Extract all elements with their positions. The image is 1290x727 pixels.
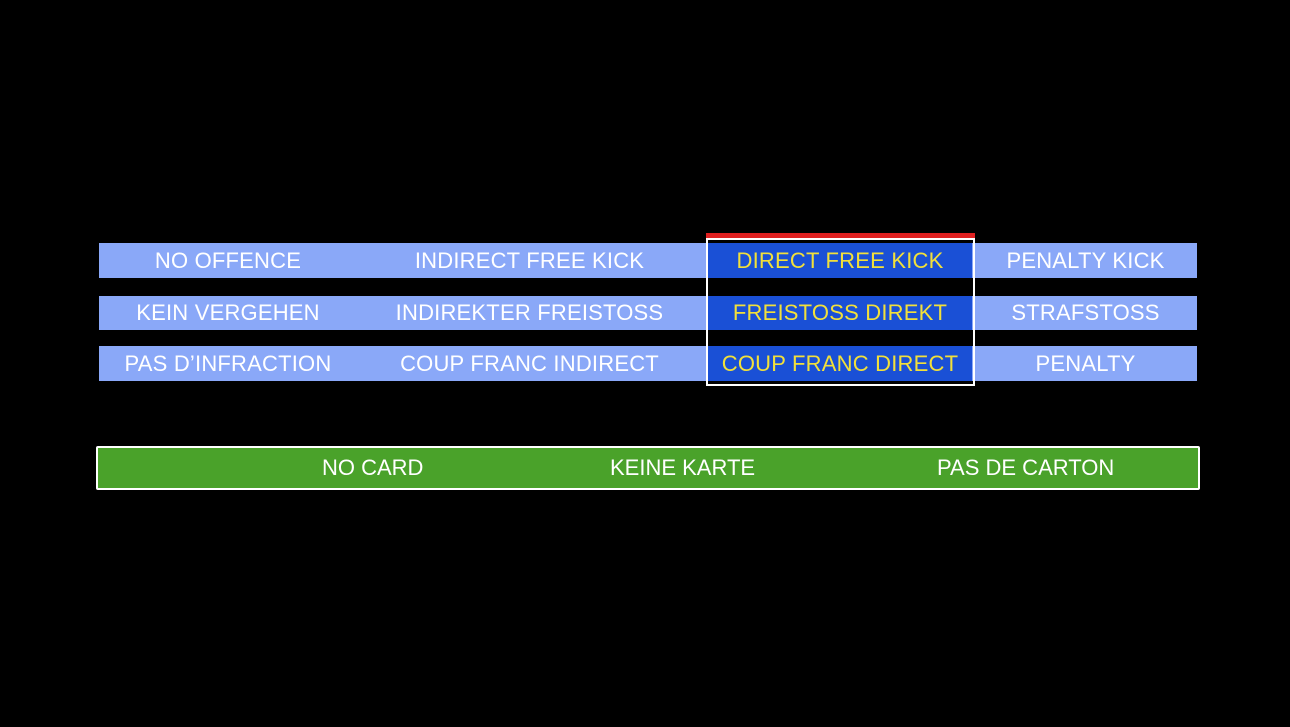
- selection-marker-bar: [706, 233, 975, 238]
- option-penalty-kick-de[interactable]: STRAFSTOSS: [1011, 300, 1160, 325]
- option-penalty-kick-en[interactable]: PENALTY KICK: [1006, 247, 1165, 273]
- option-direct-free-kick-en[interactable]: DIRECT FREE KICK: [708, 243, 972, 278]
- decision-row-english: NO OFFENCE INDIRECT FREE KICK DIRECT FRE…: [99, 243, 1197, 278]
- decision-row-french: PAS D’INFRACTION COUP FRANC INDIRECT COU…: [99, 346, 1197, 381]
- card-label-en: NO CARD: [322, 455, 424, 480]
- option-indirect-free-kick-en[interactable]: INDIRECT FREE KICK: [414, 247, 645, 273]
- option-no-offence-en[interactable]: NO OFFENCE: [154, 247, 302, 273]
- option-indirect-free-kick-fr[interactable]: COUP FRANC INDIRECT: [400, 350, 659, 376]
- decision-row-german: KEIN VERGEHEN INDIREKTER FREISTOSS FREIS…: [99, 296, 1197, 330]
- option-direct-free-kick-de[interactable]: FREISTOSS DIREKT: [708, 296, 972, 330]
- option-direct-free-kick-fr[interactable]: COUP FRANC DIRECT: [708, 346, 972, 381]
- option-no-offence-fr[interactable]: PAS D’INFRACTION: [124, 350, 332, 376]
- no-card-button[interactable]: NO CARD KEINE KARTE PAS DE CARTON: [96, 446, 1200, 490]
- card-label-fr: PAS DE CARTON: [937, 455, 1115, 480]
- card-label-de: KEINE KARTE: [610, 455, 756, 480]
- option-indirect-free-kick-de[interactable]: INDIREKTER FREISTOSS: [395, 300, 664, 325]
- option-no-offence-de[interactable]: KEIN VERGEHEN: [136, 300, 320, 325]
- option-penalty-kick-fr[interactable]: PENALTY: [1035, 350, 1136, 376]
